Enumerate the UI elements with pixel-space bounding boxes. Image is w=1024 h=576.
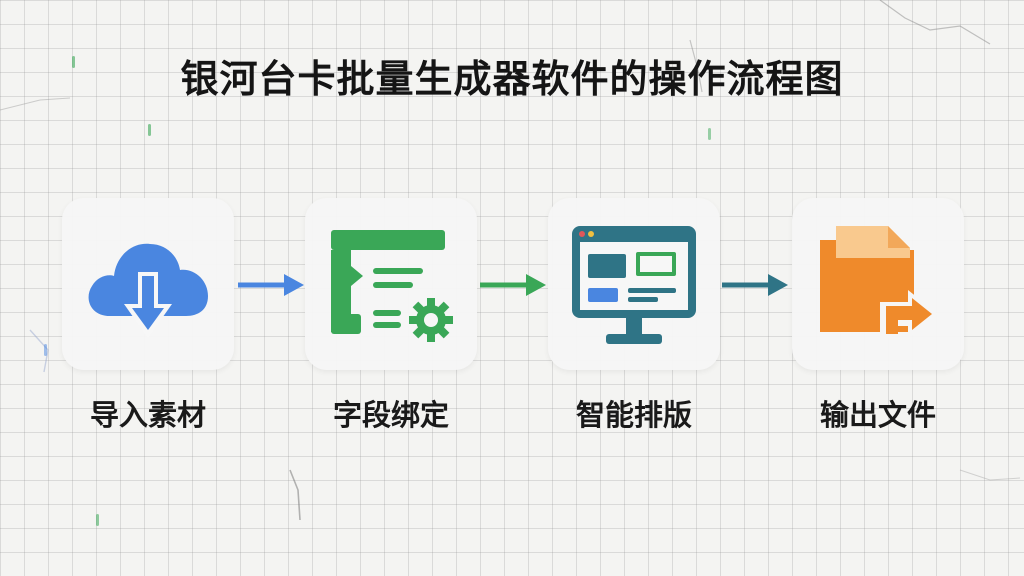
- flow-arrow-3: [720, 270, 790, 300]
- diagram-title: 银河台卡批量生成器软件的操作流程图: [180, 57, 844, 101]
- step-label-export: 输出文件: [819, 398, 936, 432]
- step-card-smart-layout: [548, 198, 720, 370]
- step-card-export: [792, 198, 964, 370]
- green-speck: [148, 124, 151, 136]
- file-export-icon: [820, 226, 938, 338]
- flow-arrow-1: [236, 270, 306, 300]
- green-speck: [708, 128, 711, 140]
- blue-speck: [44, 344, 47, 356]
- monitor-layout-icon: [572, 226, 696, 344]
- green-speck: [96, 514, 99, 526]
- flow-arrow-2: [478, 270, 548, 300]
- step-label-smart-layout: 智能排版: [575, 398, 692, 432]
- cloud-download-icon: [88, 243, 208, 338]
- step-card-import: [62, 198, 234, 370]
- step-card-field-binding: [305, 198, 477, 370]
- step-label-import: 导入素材: [89, 398, 206, 432]
- step-label-field-binding: 字段绑定: [332, 398, 449, 432]
- green-speck: [72, 56, 75, 68]
- field-mapping-gear-icon: [331, 230, 453, 342]
